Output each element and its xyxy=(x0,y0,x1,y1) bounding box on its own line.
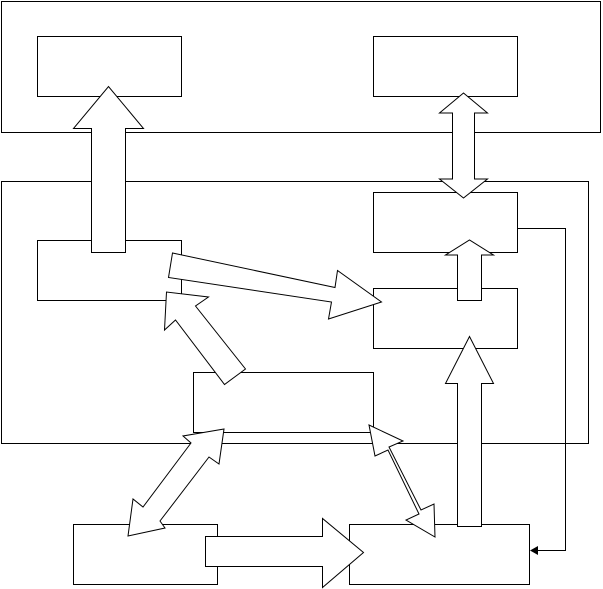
feedback-connector-arrowhead xyxy=(530,546,538,555)
arrow-bottom-left-to-bottom-right xyxy=(205,517,365,589)
arrow-middle-left-to-top-left xyxy=(72,85,145,253)
arrow-center-to-middle-left xyxy=(163,291,247,386)
bottom-left-box xyxy=(73,524,218,585)
top-right-box xyxy=(373,36,518,97)
arrow-top-right-upper-right-bidirectional xyxy=(438,92,489,199)
bottom-right-box xyxy=(349,524,530,585)
top-left-box xyxy=(37,36,182,97)
arrow-middle-left-to-lower-right xyxy=(167,252,383,320)
center-box xyxy=(193,372,374,433)
feedback-connector-line xyxy=(517,228,566,551)
arrow-lower-right-to-upper-right xyxy=(443,239,496,301)
top-frame xyxy=(1,1,601,133)
arrow-center-bottom-right-bidirectional xyxy=(368,424,436,538)
middle-right-upper-box xyxy=(373,192,518,253)
arrow-bottom-right-to-lower-right xyxy=(444,335,495,527)
middle-right-lower-box xyxy=(373,288,518,349)
arrow-bottom-left-center-bidirectional xyxy=(127,428,225,537)
middle-frame xyxy=(1,181,589,444)
